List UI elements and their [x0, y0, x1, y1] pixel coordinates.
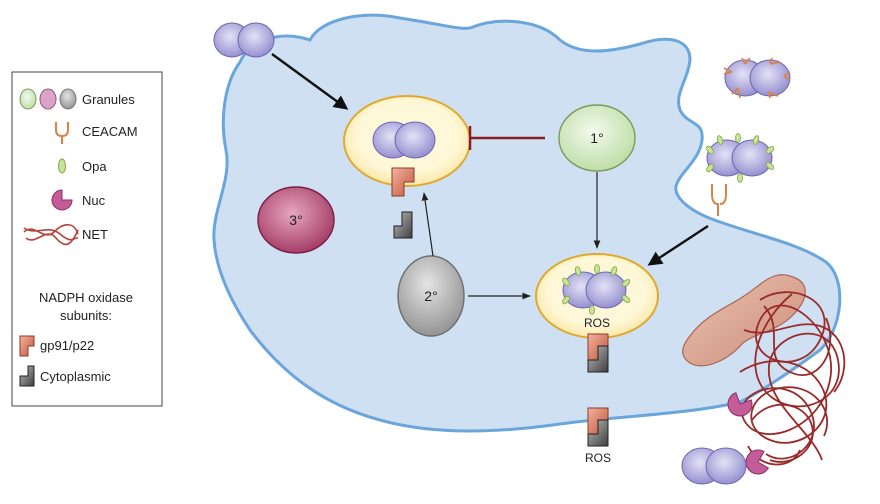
secondary-to-phagosome-arrow: [421, 192, 434, 257]
granule-gray-icon: [59, 88, 77, 110]
bacterium-opa: [706, 133, 775, 183]
legend-opa-label: Opa: [82, 159, 107, 174]
granule-pink-icon: [39, 88, 57, 110]
ceacam-legend-icon: [55, 122, 69, 144]
legend-cyto-label: Cytoplasmic: [40, 369, 111, 384]
cytoplasmic-subunit-free: [393, 211, 413, 239]
legend-nuc-label: Nuc: [82, 193, 106, 208]
phagosome-ros-label: ROS: [584, 316, 610, 330]
nuc-legend-icon: [51, 189, 73, 211]
ceacam-receptor: [711, 184, 727, 216]
free-bacterium-bottom-right: [681, 447, 747, 485]
phagosome-ros: ROS: [535, 253, 659, 339]
secondary-granule: 2°: [397, 255, 465, 337]
legend-gp91-label: gp91/p22: [40, 338, 94, 353]
opa-legend-icon: [58, 158, 66, 174]
net-nuclear-blob: [682, 274, 806, 367]
opa-ceacam-ros-arrow: [647, 224, 709, 266]
inhibition-line: [468, 126, 545, 150]
legend-granules-icons: [19, 88, 77, 110]
legend-ceacam-label: CEACAM: [82, 124, 138, 139]
cytoplasmic-subunit-phagosome-ros: [587, 345, 609, 373]
free-bacterium-top-left: [213, 22, 275, 58]
phagosome-top: [343, 95, 471, 187]
tertiary-granule-label: 3°: [289, 212, 302, 228]
net-legend-icon: [23, 223, 79, 246]
nuc-enzyme-upper: [727, 392, 753, 417]
legend-net-label: NET: [82, 227, 108, 242]
granule-green-icon: [19, 88, 37, 110]
legend-nadph-title-1: NADPH oxidase: [39, 290, 133, 305]
gp91-subunit-phagosome-top: [391, 167, 415, 197]
primary-granule: 1°: [558, 104, 636, 172]
nuc-enzyme-lower: [745, 449, 770, 475]
bacterium-ceacam-bound: [723, 57, 791, 99]
tertiary-granule: 3°: [257, 186, 335, 254]
legend-nadph-title-2: subunits:: [60, 308, 112, 323]
cytoplasmic-legend-icon: [19, 365, 35, 387]
gp91-legend-icon: [19, 335, 35, 357]
cytoplasmic-subunit-membrane: [587, 419, 609, 447]
legend-granules-label: Granules: [82, 92, 135, 107]
primary-granule-label: 1°: [590, 130, 603, 146]
extracellular-ros-label: ROS: [585, 451, 611, 465]
secondary-granule-label: 2°: [424, 288, 437, 304]
phagocytosis-arrow: [271, 53, 349, 110]
